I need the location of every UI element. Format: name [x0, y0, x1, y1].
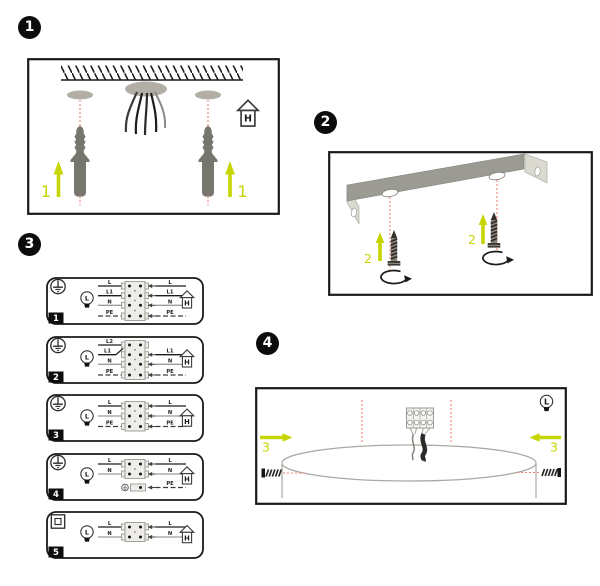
lamp-canopy: [281, 444, 537, 498]
sequence-number: 1: [41, 182, 51, 201]
wire-label: N: [168, 468, 172, 474]
wire-label: L: [168, 521, 172, 527]
house-label: H: [184, 476, 190, 484]
terminal-block: [121, 340, 149, 380]
wire-label: N: [107, 299, 111, 305]
wire-label: N: [107, 410, 111, 416]
wire-label: N: [168, 358, 172, 364]
sequence-number: 3: [550, 440, 558, 455]
wire-label: L: [108, 521, 112, 527]
terminal-block: [121, 459, 149, 479]
thin-wire: [411, 433, 416, 461]
drill-hole-right: [195, 90, 221, 100]
step2-badge: 2: [314, 111, 337, 134]
house-label: H: [244, 114, 252, 125]
bulb-label: L: [85, 294, 89, 302]
sequence-number: 2: [468, 232, 476, 247]
push-up-arrow-left: [375, 232, 385, 261]
house-label: H: [184, 359, 190, 367]
screw-icon: [261, 468, 283, 478]
terminal-block: [406, 407, 434, 435]
earth-terminal: [121, 483, 146, 492]
wire-label: L1: [167, 349, 174, 355]
sequence-number: 2: [364, 251, 372, 266]
wire-label: PE: [106, 310, 114, 316]
wire-label: PE: [166, 481, 174, 487]
step3-badge: 3: [18, 233, 41, 256]
terminal-block: [121, 522, 149, 542]
diagram-number-badge: [48, 488, 64, 500]
wire-label: L: [168, 280, 172, 286]
step4-badge: 4: [256, 332, 279, 355]
wiring-diagram-1: L L L1 N PE L L1 N PE H: [46, 277, 204, 325]
diagram-number-badge: [48, 546, 64, 558]
wire-label: L1: [106, 290, 113, 296]
terminal-block: [121, 401, 149, 432]
house-label: H: [184, 300, 190, 308]
wire-label: L1: [167, 290, 174, 296]
terminal-block: [121, 281, 149, 321]
diagram-number-badge: [48, 429, 64, 441]
wire-label: L2: [106, 339, 113, 345]
diagram-number: 2: [53, 373, 59, 383]
wire-label: N: [168, 299, 172, 305]
diagram-number: 5: [53, 548, 59, 558]
wire-label: L: [108, 458, 112, 464]
bulb-label: L: [85, 470, 89, 478]
drill-hole-left: [67, 90, 93, 100]
house-label: H: [184, 534, 190, 542]
push-up-arrow-right: [225, 161, 235, 197]
push-arrow-left: [260, 433, 293, 442]
wire-label: L: [108, 280, 112, 286]
wiring-diagram-3: L L N PE L N PE H 3: [46, 394, 204, 442]
wire-label: PE: [166, 310, 174, 316]
wire-label: N: [107, 468, 111, 474]
push-arrow-right: [529, 433, 561, 442]
diagram-number-badge: [48, 312, 64, 324]
diagram-number: 3: [53, 431, 59, 441]
wire-label: N: [168, 410, 172, 416]
step1-panel: 1 1 H: [27, 58, 280, 215]
wire-label: L: [108, 400, 112, 406]
wiring-diagram-5: L L N L N H 5: [46, 511, 204, 559]
wiring-diagram-4: L L N L N PE: [46, 453, 204, 501]
wiring-diagram-2: L L2 L1 N PE L1 N PE H 2: [46, 336, 204, 384]
push-up-arrow-right: [478, 214, 488, 244]
wire-label: PE: [166, 369, 174, 375]
wire-label: PE: [106, 421, 114, 427]
wire-label: PE: [106, 369, 114, 375]
sequence-number: 1: [237, 182, 247, 201]
wire-label: PE: [166, 421, 174, 427]
push-up-arrow-left: [53, 161, 64, 197]
wire-label: L1: [104, 349, 111, 355]
sequence-number: 3: [262, 440, 270, 455]
mounting-bracket: [346, 153, 548, 225]
bulb-label: L: [85, 528, 89, 536]
wire-label: L: [168, 458, 172, 464]
bulb-label: L: [85, 412, 89, 420]
step2-panel: 2 2: [328, 151, 593, 296]
wire-label: N: [107, 358, 111, 364]
step4-panel: L 3 3: [255, 387, 567, 505]
wire-label: L: [168, 400, 172, 406]
diagram-number-badge: [48, 371, 64, 383]
bulb-label: L: [544, 397, 549, 406]
house-label: H: [184, 418, 190, 426]
step1-badge: 1: [18, 16, 41, 39]
bulb-label: L: [85, 353, 89, 361]
wire-label: N: [107, 531, 111, 537]
power-cable: [420, 433, 428, 462]
diagram-number: 1: [53, 314, 59, 324]
ceiling-hatch: [61, 65, 243, 81]
screw-icon: [541, 468, 561, 477]
ceiling-canopy-wires: [124, 81, 167, 136]
diagram-number: 4: [53, 490, 59, 500]
wire-label: N: [168, 531, 172, 537]
